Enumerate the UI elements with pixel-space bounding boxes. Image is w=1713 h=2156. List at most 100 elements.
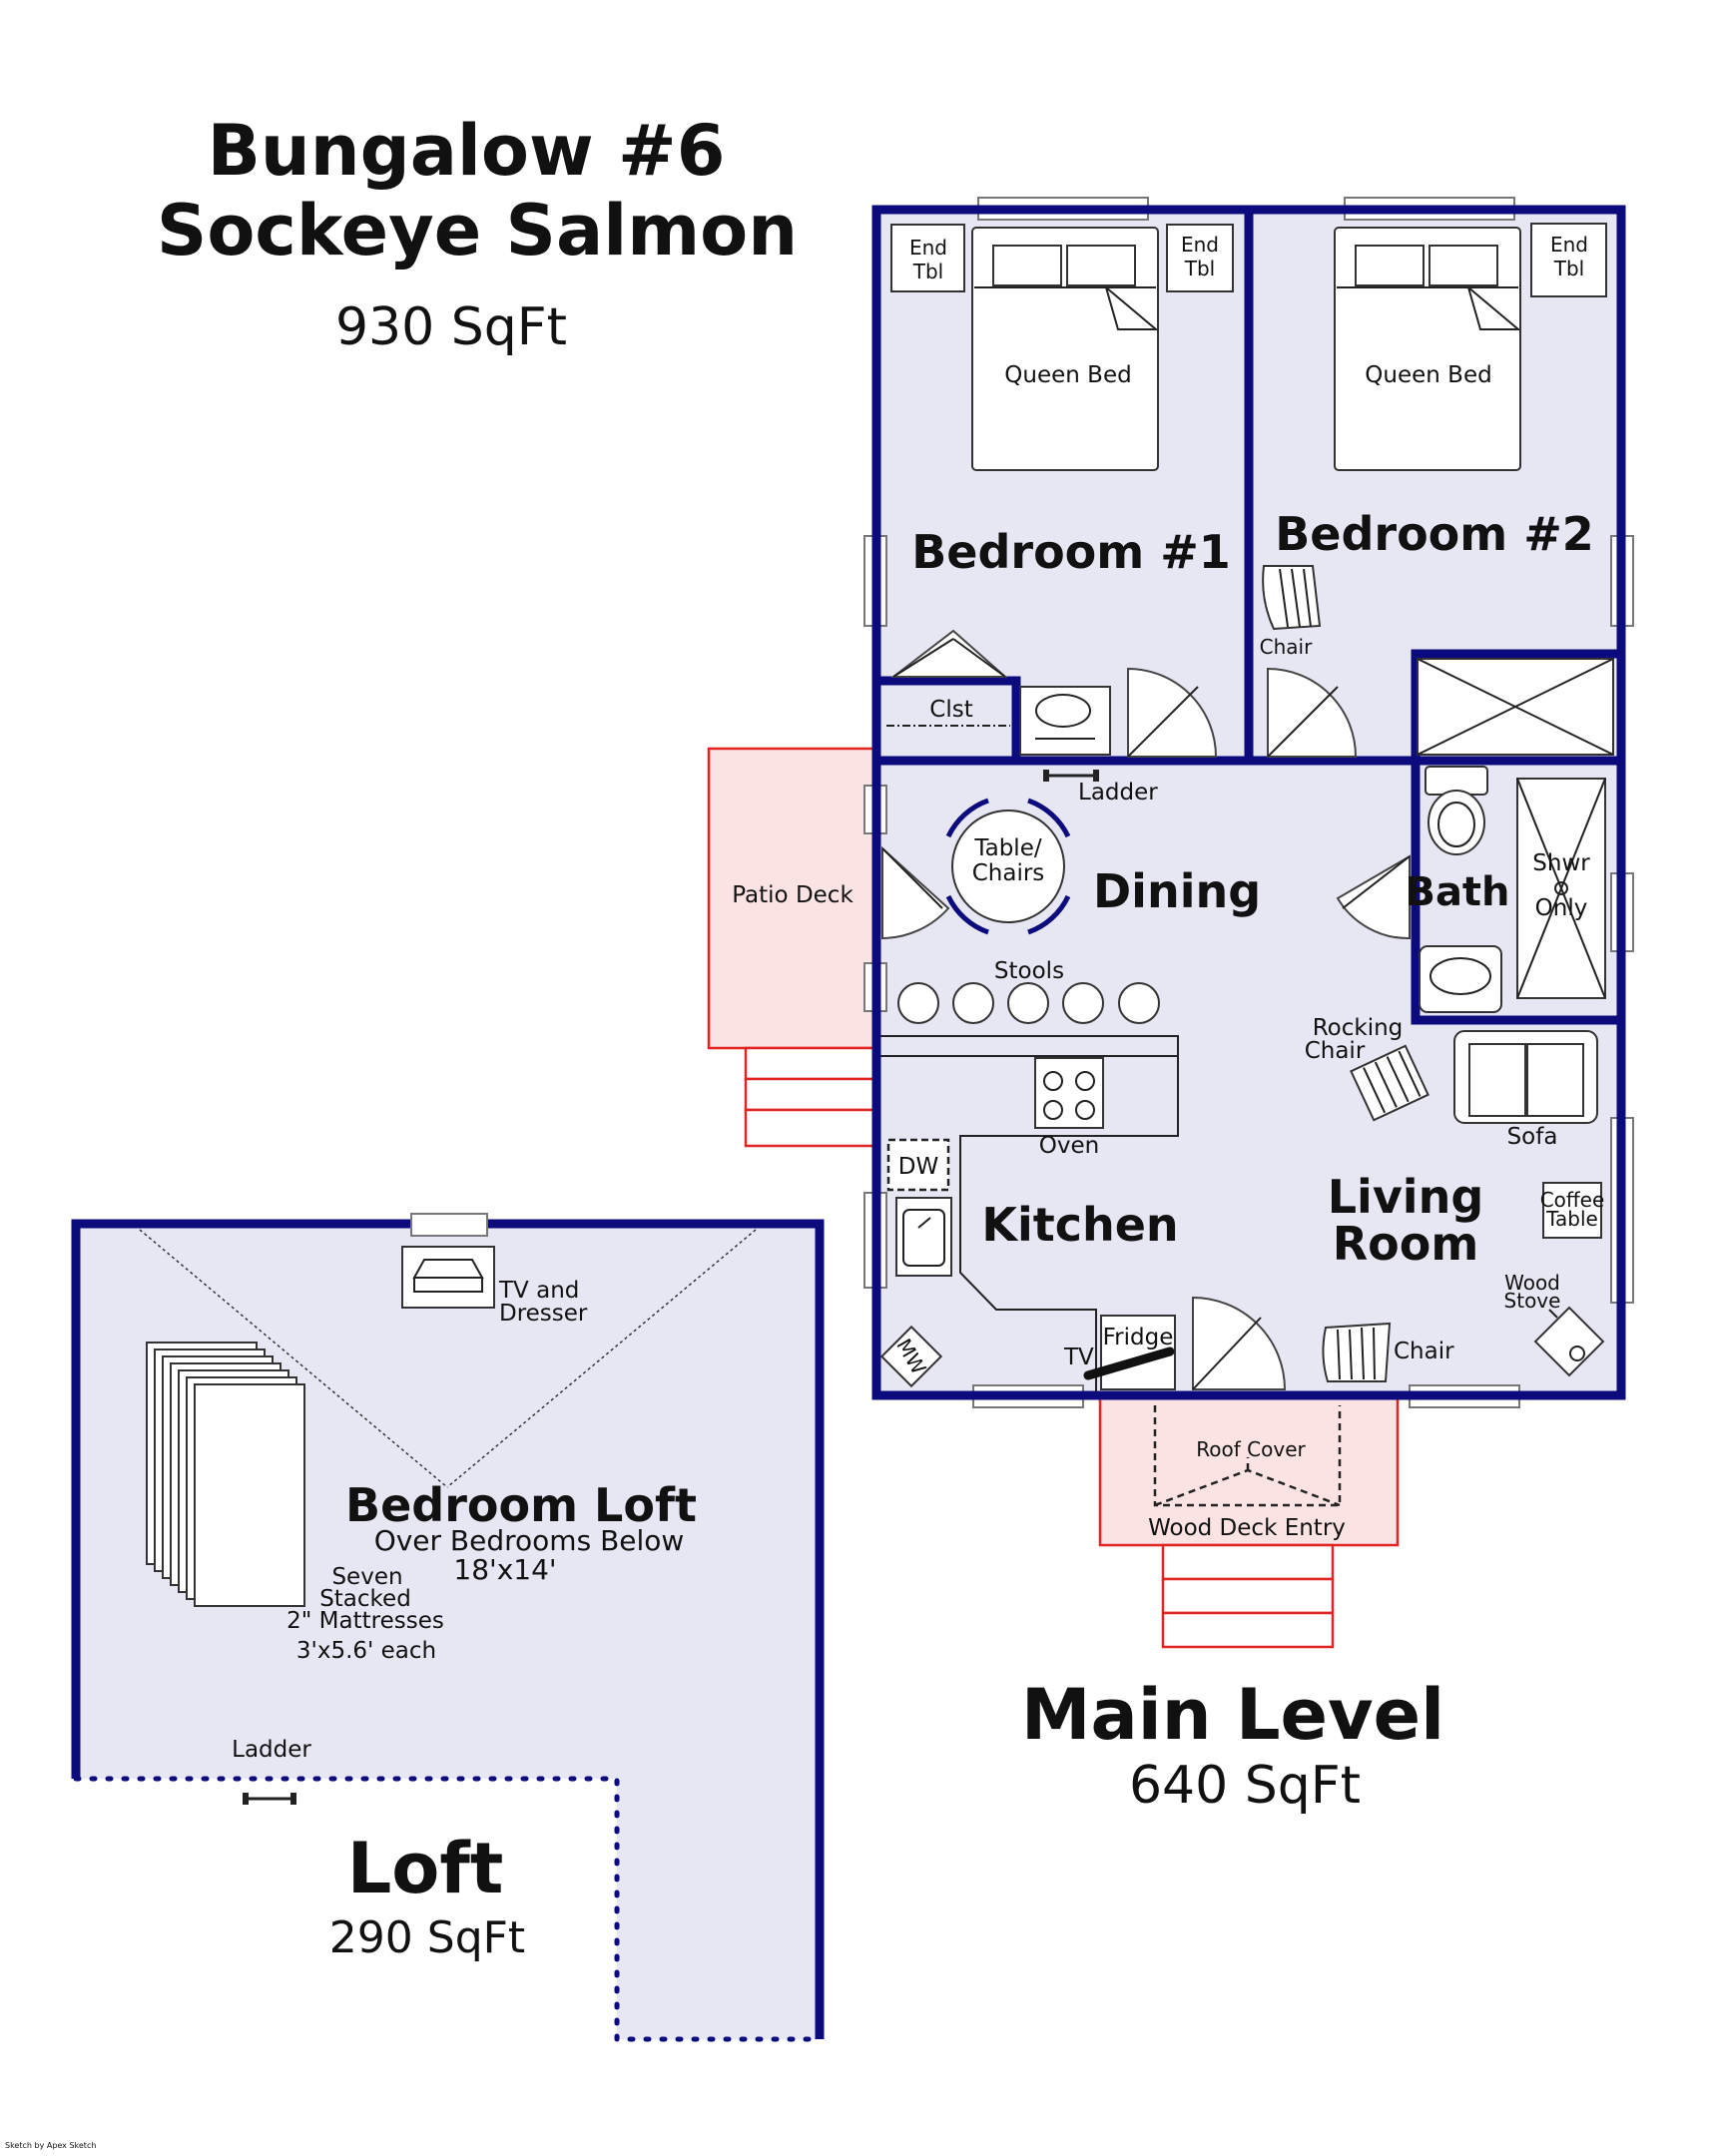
ladder-icon: Ladder <box>1043 770 1158 806</box>
coffee-table-label: Table <box>1545 1207 1598 1231</box>
mattress-label: 2" Mattresses <box>286 1608 444 1634</box>
end-table <box>1530 223 1607 297</box>
bedroom-2-label: Bedroom #2 <box>1275 507 1594 561</box>
microwave: MW <box>879 1325 943 1388</box>
end-table-label: Tbl <box>912 260 943 283</box>
bedroom-1-label: Bedroom #1 <box>911 525 1231 579</box>
main-level-area: 640 SqFt <box>1129 1756 1361 1816</box>
shower-label: Shwr <box>1532 850 1590 876</box>
mattress-label: Seven <box>331 1564 402 1590</box>
coffee-table-label: Coffee <box>1540 1188 1605 1212</box>
bath: Bath Shwr Only <box>1405 766 1606 1013</box>
roof-cover-label: Roof Cover <box>1196 1437 1306 1461</box>
stools: Stools <box>897 958 1160 1024</box>
main-level-label: Main Level <box>1021 1674 1444 1756</box>
bedroom-loft-sub: Over Bedrooms Below <box>374 1524 685 1557</box>
dining-table-label: Chairs <box>972 860 1045 886</box>
entry-door <box>1192 1296 1287 1390</box>
shower-label: Only <box>1535 895 1588 921</box>
closet: Clst <box>886 629 1010 727</box>
end-table <box>1166 224 1234 292</box>
tv-dresser-label: TV and <box>498 1278 579 1304</box>
loft: TV and Dresser Seven Stacked 2" Mattress… <box>71 1213 825 2042</box>
main-level-caption: Main Level 640 SqFt <box>1021 1674 1444 1816</box>
tv-icon: TV <box>1063 1345 1175 1380</box>
fridge-label: Fridge <box>1103 1325 1174 1350</box>
toilet <box>1425 766 1488 855</box>
chair: Chair <box>1260 565 1322 659</box>
loft-label: Loft <box>347 1828 504 1909</box>
wood-stove-label: Stove <box>1504 1289 1561 1313</box>
dining-table-label: Table/ <box>973 835 1041 861</box>
bath-label: Bath <box>1405 869 1509 915</box>
mattress-stack: Seven Stacked 2" Mattresses 3'x5.6' each <box>146 1342 444 1664</box>
dishwasher-label: DW <box>898 1154 938 1180</box>
oven: Oven <box>1034 1057 1104 1159</box>
tv-dresser: TV and Dresser <box>401 1246 588 1327</box>
kitchen-label: Kitchen <box>981 1198 1178 1252</box>
credit-text: Sketch by Apex Sketch <box>5 2141 96 2150</box>
loft-area: 290 SqFt <box>329 1912 525 1963</box>
mattress-label: 3'x5.6' each <box>296 1638 436 1664</box>
bedroom-2: End Tbl Queen Bed Bedroom #2 Chair <box>1260 223 1614 758</box>
chair-label: Chair <box>1260 635 1313 659</box>
sink <box>1419 945 1502 1013</box>
dining-label: Dining <box>1093 864 1261 918</box>
closet-label: Clst <box>929 697 972 723</box>
queen-bed: Queen Bed <box>1334 227 1521 471</box>
sofa-label: Sofa <box>1507 1124 1558 1150</box>
title-area: 930 SqFt <box>335 297 567 357</box>
oven-label: Oven <box>1039 1133 1099 1159</box>
patio-deck: Patio Deck <box>707 747 878 1148</box>
dishwasher: DW <box>886 1138 950 1192</box>
queen-bed-label: Queen Bed <box>1365 362 1491 388</box>
chair-label: Chair <box>1394 1339 1454 1364</box>
dining-table: Table/ Chairs <box>945 798 1071 935</box>
end-table-label: Tbl <box>1553 257 1584 280</box>
title-block: Bungalow #6 Sockeye Salmon 930 SqFt <box>157 110 798 357</box>
dining-area: Ladder Table/ Chairs Dining Stools <box>881 770 1411 1024</box>
living-room-label: Room <box>1333 1217 1479 1271</box>
bedroom-loft-size: 18'x14' <box>453 1553 556 1586</box>
sofa: Sofa <box>1453 1030 1598 1150</box>
door-patio <box>881 845 950 940</box>
end-table-label: End <box>909 236 947 260</box>
ladder-icon: Ladder <box>232 1737 311 1805</box>
chair: Chair <box>1322 1322 1454 1382</box>
wood-deck-entry-label: Wood Deck Entry <box>1148 1515 1346 1541</box>
end-table-label: End <box>1550 233 1588 257</box>
bedroom-loft-label: Bedroom Loft <box>345 1478 697 1532</box>
end-table <box>890 224 965 292</box>
rocking-chair-label: Chair <box>1305 1038 1366 1064</box>
mattress-label: Stacked <box>319 1586 411 1612</box>
queen-bed-label: Queen Bed <box>1004 362 1131 388</box>
tv-dresser-label: Dresser <box>499 1301 588 1327</box>
kitchen-sink <box>895 1197 952 1277</box>
wood-stove-label: Wood <box>1504 1271 1560 1295</box>
stools-label: Stools <box>994 958 1064 984</box>
living-room: Rocking Chair Sofa Coffee Table Living R… <box>1192 1015 1605 1390</box>
shower: Shwr Only <box>1516 778 1606 999</box>
patio-deck-label: Patio Deck <box>732 882 854 908</box>
coffee-table: Coffee Table <box>1540 1182 1605 1239</box>
door-bath <box>1336 854 1411 940</box>
door-bedroom-2 <box>1267 667 1358 758</box>
loft-ladder-label: Ladder <box>232 1737 311 1763</box>
entry-deck: Roof Cover Wood Deck Entry <box>1098 1395 1400 1649</box>
hall-closet <box>1417 658 1614 756</box>
wood-stove: Wood Stove <box>1504 1271 1605 1377</box>
main-walls <box>871 205 1626 1400</box>
ladder-label: Ladder <box>1078 780 1158 806</box>
title-line2: Sockeye Salmon <box>157 190 798 271</box>
kitchen: Oven DW MW Kitchen Fridge TV <box>879 1035 1179 1391</box>
end-table-label: Tbl <box>1184 257 1215 280</box>
title-line1: Bungalow #6 <box>208 110 726 192</box>
bedroom-1: End Tbl End Tbl Queen Bed Bedroom #1 Cls… <box>886 224 1234 758</box>
queen-bed: Queen Bed <box>971 227 1159 471</box>
bathroom-sink <box>1019 686 1111 756</box>
tv-label: TV <box>1063 1345 1094 1370</box>
rocking-chair: Rocking Chair <box>1305 1015 1429 1122</box>
living-room-label: Living <box>1328 1170 1484 1224</box>
end-table-label: End <box>1181 233 1219 257</box>
